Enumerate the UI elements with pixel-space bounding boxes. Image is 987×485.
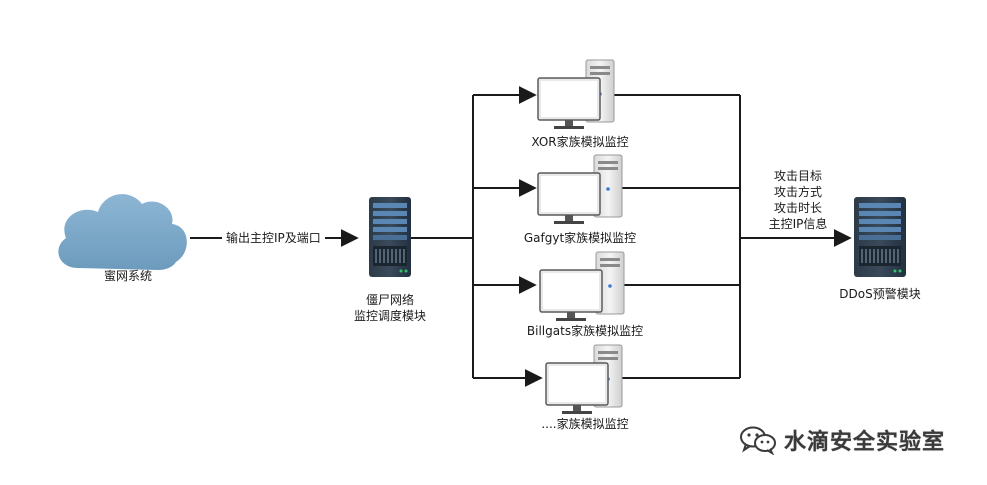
workstation-icon-xor: [537, 59, 615, 129]
workstation-icon-billgats: [539, 251, 625, 321]
scheduler-label: 僵尸网络 监控调度模块: [340, 292, 440, 324]
honeynet-label: 蜜网系统: [103, 269, 152, 283]
watermark: 水滴安全实验室: [738, 422, 945, 458]
monitor-label-xor: XOR家族模拟监控: [531, 135, 629, 149]
monitor-label-more: ....家族模拟监控: [541, 417, 629, 431]
ddos-edge-label-2: 攻击方式: [773, 185, 822, 199]
ddos-edge-label-3: 攻击时长: [773, 201, 822, 215]
scheduler-label-line1: 僵尸网络: [365, 293, 414, 307]
ddos-edge-label-4: 主控IP信息: [768, 217, 828, 231]
workstations: [537, 59, 625, 414]
ddos-server-icon: [854, 197, 906, 277]
watermark-text: 水滴安全实验室: [784, 430, 946, 455]
cloud-icon: [58, 194, 187, 270]
scheduler-label-line2: 监控调度模块: [353, 309, 426, 323]
workstation-icon-more: [545, 344, 623, 414]
wechat-icon: [740, 426, 776, 455]
connectors: [190, 86, 852, 387]
ddos-edge-labels: 攻击目标 攻击方式 攻击时长 主控IP信息: [762, 168, 834, 232]
ddos-label: DDoS预警模块: [839, 287, 921, 301]
ddos-edge-label-1: 攻击目标: [773, 169, 822, 183]
edge-label-output: 输出主控IP及端口: [222, 230, 325, 246]
monitor-label-billgats: Billgats家族模拟监控: [526, 324, 644, 338]
workstation-icon-gafgyt: [537, 154, 623, 224]
monitor-label-gafgyt: Gafgyt家族模拟监控: [523, 231, 637, 245]
scheduler-server-icon: [369, 197, 411, 277]
